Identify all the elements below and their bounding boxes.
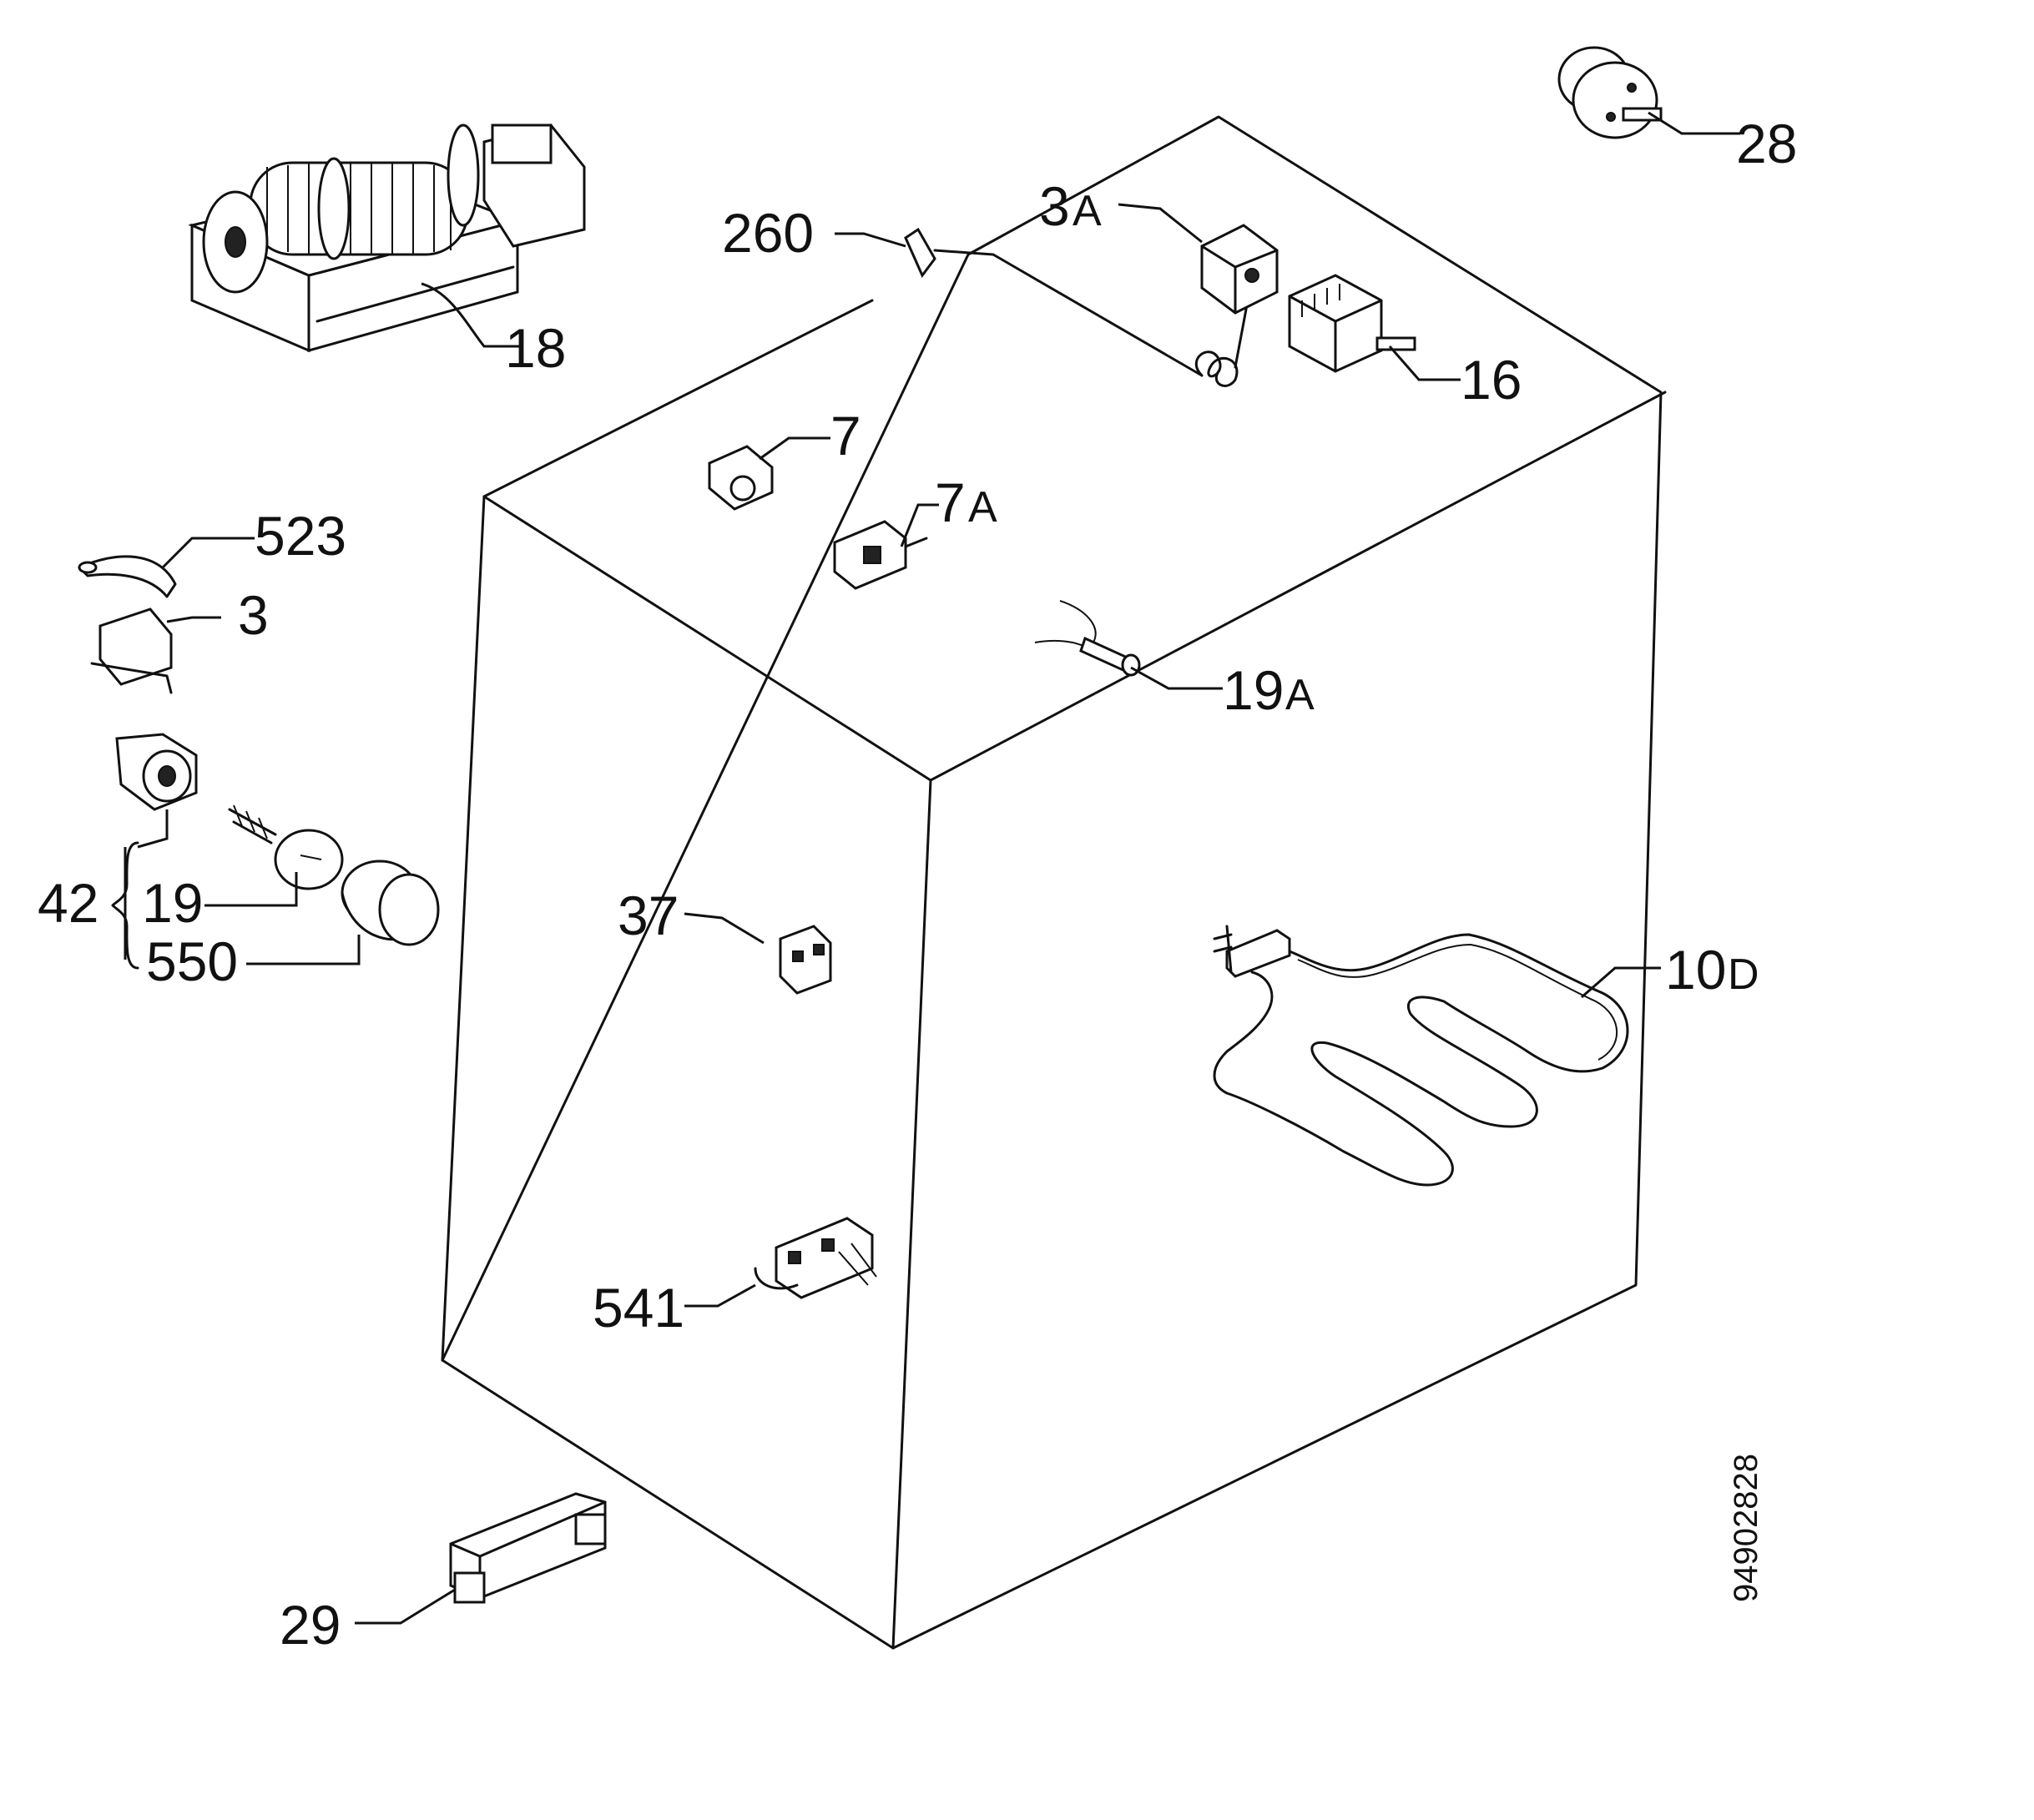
grill-element-drawing	[1213, 925, 1629, 1187]
part-labels: 18 28 260 3 A 16 7 7 A 523 3 19 A 42 19 …	[38, 113, 1797, 1656]
svg-text:A: A	[1073, 187, 1102, 235]
svg-text:3: 3	[1039, 175, 1070, 237]
indicator-lamp-drawing	[1034, 600, 1141, 677]
label-37: 37	[618, 885, 679, 946]
svg-text:19: 19	[1223, 659, 1284, 721]
label-7a: 7 A	[935, 471, 997, 533]
label-42: 42	[38, 872, 98, 934]
label-541: 541	[593, 1277, 684, 1339]
thermal-cutout-drawing	[90, 608, 173, 694]
label-29: 29	[280, 1594, 341, 1656]
terminal-connector-drawing	[754, 1217, 877, 1299]
label-28: 28	[1736, 113, 1797, 174]
lamp-bulb-drawing	[228, 804, 344, 890]
document-number: 94902828	[1728, 1454, 1764, 1602]
knob-drawing	[1557, 46, 1663, 139]
label-3: 3	[238, 584, 269, 646]
label-10d: 10 D	[1665, 939, 1759, 1001]
terminal-block-drawing	[779, 925, 832, 995]
bracket-drawing	[449, 1492, 607, 1604]
lamp-holder-drawing	[115, 733, 198, 811]
label-19: 19	[142, 872, 203, 934]
label-7: 7	[830, 405, 861, 466]
leader-lines	[124, 111, 1740, 1625]
label-16: 16	[1461, 349, 1522, 411]
svg-text:D: D	[1728, 950, 1759, 999]
label-19a: 19 A	[1223, 659, 1315, 721]
switch-drawing	[833, 520, 928, 590]
label-18: 18	[505, 317, 566, 379]
label-550: 550	[146, 930, 238, 992]
oven-cabinet	[441, 115, 1667, 1650]
label-523: 523	[255, 505, 346, 567]
label-260: 260	[722, 202, 814, 264]
clip-drawing	[78, 555, 177, 598]
svg-text:A: A	[968, 483, 997, 532]
tangential-fan-drawing	[188, 124, 586, 353]
group-brace	[111, 841, 139, 970]
svg-text:7: 7	[935, 471, 966, 533]
svg-text:A: A	[1285, 671, 1315, 719]
svg-text:10: 10	[1665, 939, 1726, 1001]
label-3a: 3 A	[1039, 175, 1102, 237]
thermostat-drawing	[1200, 224, 1279, 315]
thermostat-probe-drawing	[904, 227, 1249, 387]
lamp-cover-drawing	[341, 860, 440, 946]
door-switch-drawing	[708, 445, 774, 511]
selector-switch-drawing	[1288, 274, 1416, 373]
